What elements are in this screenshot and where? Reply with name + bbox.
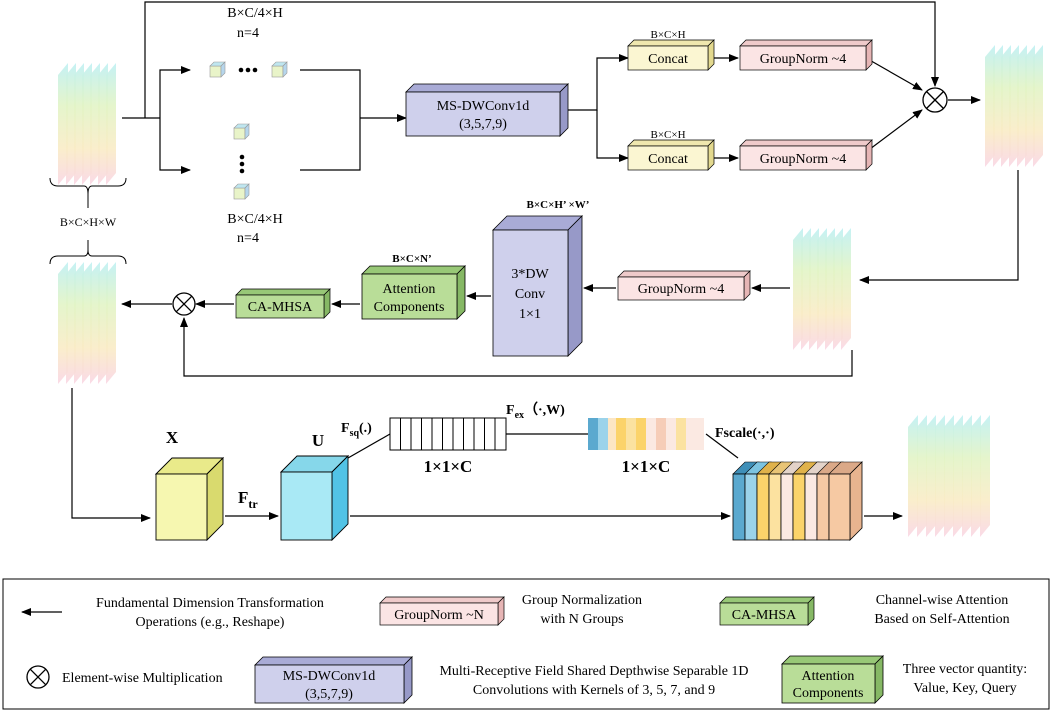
- split-lower-dims: B×C/4×H: [227, 212, 282, 227]
- dwconv-line3: 1×1: [519, 307, 541, 322]
- fex-label: Fex（·,W): [506, 402, 565, 421]
- legend-ms-desc-line2: Convolutions with Kernels of 3, 5, 7, an…: [473, 683, 715, 698]
- split-upper-n: n=4: [237, 26, 259, 41]
- split-groups-lower: [233, 123, 250, 200]
- groupnorm-bottom-label: GroupNorm ~4: [760, 152, 847, 167]
- attention-line2: Components: [374, 300, 445, 315]
- legend-ms-dwconv1d-box: MS-DWConv1d (3,5,7,9): [254, 656, 413, 704]
- u-label: U: [312, 431, 324, 450]
- dwconv-line2: Conv: [515, 287, 545, 302]
- attention-components-block: Attention Components: [361, 265, 466, 320]
- groupnorm-top-block: GroupNorm ~4: [739, 39, 873, 71]
- legend-arrow-desc-line2: Operations (e.g., Reshape): [136, 615, 285, 630]
- x-cube: [154, 456, 225, 542]
- final-output-feature-stack: [908, 415, 990, 537]
- legend-groupnorm-label: GroupNorm ~N: [394, 608, 484, 623]
- multiply-icon-top: [922, 87, 948, 113]
- legend-attention-box: Attention Components: [781, 655, 884, 704]
- legend: Fundamental Dimension Transformation Ope…: [2, 578, 1050, 710]
- legend-ca-mhsa-box: CA-MHSA: [719, 596, 815, 626]
- fsq-label: Fsq(.): [341, 421, 372, 439]
- input-brace: [49, 177, 127, 208]
- ca-mhsa-block: CA-MHSA: [235, 288, 331, 319]
- ftr-label: Ftr: [238, 488, 258, 511]
- dwconv-block: 3*DW Conv 1×1: [492, 215, 583, 357]
- split-upper-dims: B×C/4×H: [227, 6, 282, 21]
- groupnorm-middle-block: GroupNorm ~4: [617, 270, 751, 301]
- legend-groupnorm-box: GroupNorm ~N: [379, 596, 505, 626]
- input-feature-stack: [58, 63, 116, 185]
- legend-ca-mhsa-desc-line1: Channel-wise Attention: [876, 593, 1009, 608]
- concat-top-block: Concat: [627, 39, 715, 71]
- excitation-vector-label: 1×1×C: [622, 457, 671, 476]
- groupnorm-middle-label: GroupNorm ~4: [638, 282, 725, 297]
- input-dims: B×C×H×W: [60, 215, 117, 229]
- middle-left-feature-stack: [58, 262, 116, 384]
- legend-ca-mhsa-desc-line2: Based on Self-Attention: [874, 612, 1009, 627]
- concat-top-label: Concat: [648, 52, 688, 67]
- groupnorm-bottom-block: GroupNorm ~4: [739, 139, 873, 171]
- legend-multiply-icon: [26, 665, 50, 689]
- dwconv-dims: B×C×H’ ×W’: [527, 199, 590, 211]
- fscale-label: Fscale(·,·): [715, 426, 775, 441]
- top-connectors: [122, 1, 1019, 284]
- middle-brace: [49, 240, 127, 265]
- legend-groupnorm-desc-line1: Group Normalization: [522, 593, 642, 608]
- ms-dwconv1d-block: MS-DWConv1d (3,5,7,9): [405, 83, 569, 137]
- concat-bottom-label: Concat: [648, 152, 688, 167]
- groupnorm-top-label: GroupNorm ~4: [760, 52, 847, 67]
- legend-ca-mhsa-label: CA-MHSA: [732, 608, 797, 623]
- legend-attention-line2: Components: [793, 686, 864, 701]
- x-label: X: [166, 428, 179, 447]
- scaled-output-cube: [732, 461, 863, 541]
- squeeze-vector: [389, 417, 507, 451]
- legend-attention-desc-line1: Three vector quantity:: [903, 662, 1027, 677]
- legend-ms-dwconv1d-label: MS-DWConv1d: [283, 669, 376, 684]
- ms-dwconv1d-kernels: (3,5,7,9): [459, 117, 507, 132]
- middle-right-feature-stack: [793, 228, 851, 350]
- concat-output-feature-stack: [985, 45, 1043, 167]
- attention-dims: B×C×N’: [392, 253, 431, 265]
- split-lower-n: n=4: [237, 231, 259, 246]
- legend-arrow-desc-line1: Fundamental Dimension Transformation: [96, 596, 324, 611]
- concat-bottom-dims: B×C×H: [650, 129, 685, 141]
- ms-dwconv1d-label: MS-DWConv1d: [437, 99, 530, 114]
- legend-attention-line1: Attention: [802, 669, 855, 684]
- u-cube: [279, 454, 350, 542]
- legend-ms-desc-line1: Multi-Receptive Field Shared Depthwise S…: [439, 664, 748, 679]
- concat-top-dims: B×C×H: [650, 29, 685, 41]
- ca-mhsa-label: CA-MHSA: [248, 300, 313, 315]
- excitation-vector: [588, 418, 704, 450]
- legend-ms-dwconv1d-kernels: (3,5,7,9): [305, 687, 353, 702]
- legend-groupnorm-desc-line2: with N Groups: [540, 612, 623, 627]
- squeeze-vector-label: 1×1×C: [424, 457, 473, 476]
- concat-bottom-block: Concat: [627, 139, 715, 171]
- dwconv-line1: 3*DW: [511, 267, 549, 282]
- attention-line1: Attention: [383, 282, 436, 297]
- split-groups-upper: [209, 61, 288, 78]
- legend-attention-desc-line2: Value, Key, Query: [913, 681, 1016, 696]
- multiply-icon-middle: [172, 292, 196, 316]
- legend-mult-desc: Element-wise Multiplication: [62, 671, 223, 686]
